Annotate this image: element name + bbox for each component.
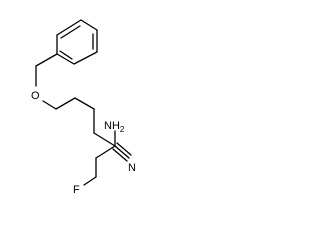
chain-bond — [55, 97, 76, 110]
fluorine-atom-label: F — [73, 184, 80, 196]
amino-label: NH — [104, 120, 120, 132]
ring-bond — [56, 19, 82, 36]
benzylic-bond — [35, 53, 58, 67]
benzene-ring — [56, 19, 98, 65]
benzyl-ether-chain: O — [31, 53, 58, 110]
nitrile-triple-bond — [114, 145, 130, 159]
fluorine-bond — [83, 176, 97, 186]
nitrile-triple-bond — [116, 142, 132, 156]
fluoromethyl-bond — [95, 145, 116, 159]
ring-double-bond — [59, 50, 73, 60]
ring-bond — [73, 51, 98, 65]
chain-bond — [93, 132, 116, 147]
structure-diagram: O NH2 N F — [31, 19, 136, 196]
amino-group-label: NH2 — [104, 120, 125, 134]
ring-bond — [56, 53, 75, 65]
ether-bond — [42, 100, 57, 110]
amino-subscript: 2 — [120, 125, 125, 134]
nitrile-triple-bond — [112, 148, 128, 162]
alkyl-chain — [55, 97, 116, 147]
oxygen-atom-label: O — [31, 90, 40, 102]
quaternary-center: NH2 N F — [73, 120, 136, 196]
nitrile-nitrogen-label: N — [128, 162, 136, 174]
ring-double-bond — [60, 25, 81, 39]
ring-bond — [80, 19, 98, 31]
chain-bond — [74, 97, 95, 110]
